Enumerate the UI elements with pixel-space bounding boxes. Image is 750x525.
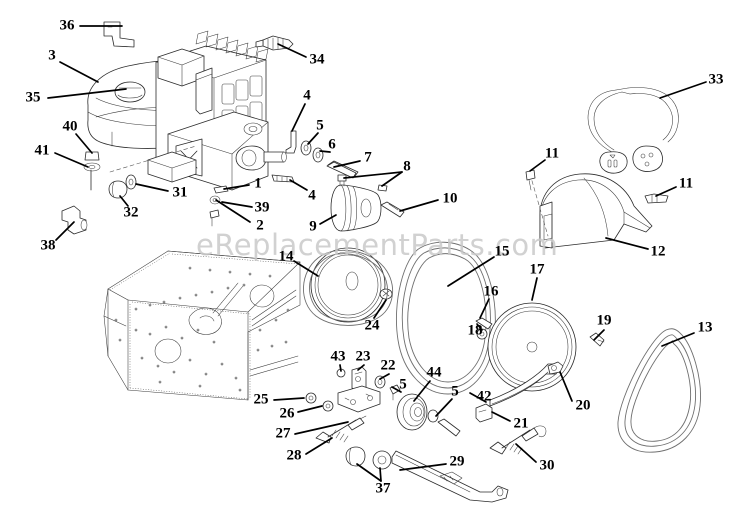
rod-bracket-part-21-42 — [475, 361, 564, 423]
chute-deflector-part-12 — [525, 169, 669, 249]
callout-6: 6 — [328, 136, 336, 153]
spring-part-27-28 — [315, 415, 367, 444]
callout-35: 35 — [25, 89, 41, 106]
screws-part-8 — [337, 174, 388, 192]
callout-39: 39 — [254, 199, 270, 216]
power-cord-part-33 — [587, 87, 679, 174]
callout-1: 1 — [254, 175, 262, 192]
callout-18: 18 — [467, 322, 483, 339]
hardware-40-41 — [83, 151, 101, 191]
callout-32: 32 — [123, 204, 139, 221]
callout-22: 22 — [380, 357, 396, 374]
spring-part-30 — [489, 425, 547, 455]
washer-part-26 — [322, 400, 334, 412]
callout-37: 37 — [375, 480, 391, 497]
callout-16: 16 — [483, 283, 499, 300]
bolt-part-10 — [380, 201, 405, 218]
washer-part-31 — [125, 174, 137, 190]
washer-part-25 — [305, 392, 317, 404]
drive-pulley-part-14 — [310, 247, 393, 323]
callout-29: 29 — [449, 453, 465, 470]
callout-40: 40 — [62, 118, 78, 135]
idler-bracket-assembly — [305, 332, 605, 503]
hardware-part-11-right — [644, 193, 669, 204]
callout-27: 27 — [275, 425, 291, 442]
bolt-part-19 — [589, 332, 605, 347]
callout-17: 17 — [529, 261, 545, 278]
callout-12: 12 — [650, 243, 666, 260]
bolt-part-7 — [326, 161, 357, 179]
bushing-part-32 — [108, 180, 128, 199]
callout-15: 15 — [494, 243, 510, 260]
auger-housing — [103, 250, 301, 401]
callout-24: 24 — [364, 317, 380, 334]
callout-20: 20 — [575, 397, 591, 414]
callout-34: 34 — [309, 51, 325, 68]
spark-plug-part-34 — [255, 35, 294, 51]
key-part-36 — [103, 21, 135, 48]
engine-assembly — [61, 21, 359, 235]
callout-10: 10 — [442, 190, 458, 207]
callout-7: 7 — [364, 149, 372, 166]
bracket-part-4-upper — [285, 130, 297, 154]
callout-8: 8 — [403, 158, 411, 175]
engine-pulley-part-9 — [326, 161, 405, 232]
callout-41: 41 — [34, 142, 50, 159]
callout-44: 44 — [426, 364, 442, 381]
callout-36: 36 — [59, 17, 75, 34]
callout-25: 25 — [253, 391, 269, 408]
callout-42: 42 — [476, 388, 492, 405]
bolt-part-5-right — [427, 409, 461, 437]
callout-21: 21 — [513, 415, 529, 432]
callout-28: 28 — [286, 447, 302, 464]
callout-5: 5 — [451, 383, 459, 400]
callout-11: 11 — [678, 175, 694, 192]
bushings-part-37 — [345, 446, 392, 470]
idler-pulley-part-44 — [396, 393, 428, 431]
callout-9: 9 — [309, 218, 317, 235]
callout-14: 14 — [278, 248, 294, 265]
callout-23: 23 — [355, 348, 371, 365]
callout-11: 11 — [544, 145, 560, 162]
hardware-16-18 — [475, 317, 493, 340]
callout-43: 43 — [330, 348, 346, 365]
callout-30: 30 — [539, 457, 555, 474]
callout-26: 26 — [279, 405, 295, 422]
callout-19: 19 — [596, 312, 612, 329]
callout-2: 2 — [256, 217, 264, 234]
fastener-part-24 — [379, 288, 393, 300]
impeller-pulley-part-17 — [475, 302, 577, 392]
callout-38: 38 — [40, 237, 56, 254]
drive-belt-part-15 — [395, 241, 496, 395]
callout-13: 13 — [697, 319, 713, 336]
callout-33: 33 — [708, 71, 724, 88]
hardware-1-39-2 — [209, 185, 229, 227]
callout-5: 5 — [316, 117, 324, 134]
callout-31: 31 — [172, 184, 188, 201]
engine-base-plate — [109, 145, 197, 183]
shift-rod-part-29 — [391, 450, 509, 503]
callout-4: 4 — [308, 187, 316, 204]
callout-3: 3 — [48, 47, 56, 64]
idler-bracket-part-23 — [336, 366, 381, 413]
auger-belt-part-13 — [617, 328, 701, 453]
callout-5: 5 — [399, 376, 407, 393]
leader-lines — [47, 25, 707, 482]
callout-4: 4 — [303, 87, 311, 104]
hardware-part-11-left — [525, 169, 536, 191]
